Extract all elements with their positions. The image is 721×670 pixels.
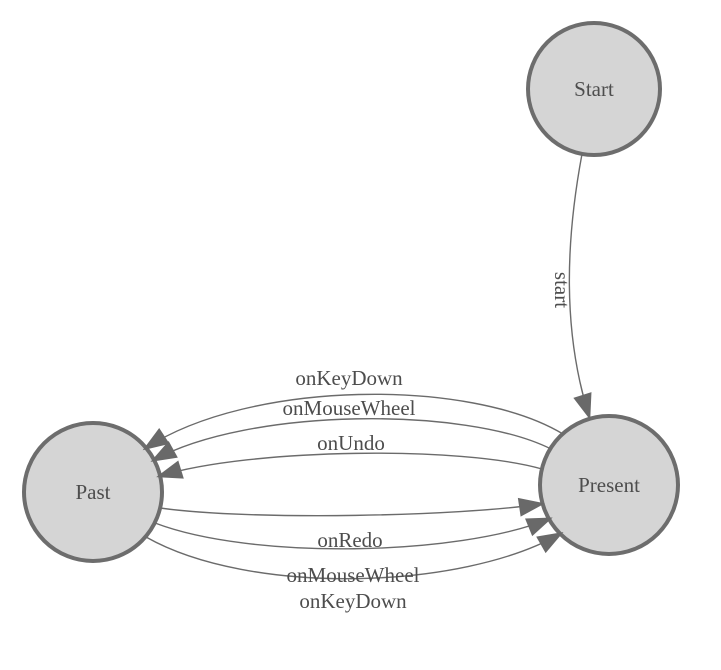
state-node-start[interactable]: Start xyxy=(526,21,662,157)
edge-label-onkeydown-bottom: onKeyDown xyxy=(299,589,407,613)
transition-present-to-past-onkeydown[interactable] xyxy=(142,393,564,451)
edge-label-onmousewheel-bottom: onMouseWheel xyxy=(287,563,420,587)
transition-past-to-present-onredo[interactable] xyxy=(159,497,545,517)
state-label-past: Past xyxy=(75,480,110,504)
state-label-start: Start xyxy=(574,77,614,101)
transition-past-to-present-onmousewheel[interactable] xyxy=(154,517,553,550)
edge-label-onkeydown-top: onKeyDown xyxy=(295,366,403,390)
transition-present-to-past-onmousewheel[interactable] xyxy=(150,418,552,462)
transition-start-to-present[interactable] xyxy=(568,153,592,420)
edge-label-onredo: onRedo xyxy=(317,528,382,552)
state-node-present[interactable]: Present xyxy=(538,414,680,556)
transition-present-to-past-onundo[interactable] xyxy=(156,452,543,479)
state-circle-present[interactable] xyxy=(538,414,680,556)
transition-past-to-present-onkeydown[interactable] xyxy=(145,532,564,580)
state-node-past[interactable]: Past xyxy=(22,421,164,563)
state-circle-past[interactable] xyxy=(22,421,164,563)
state-circle-start[interactable] xyxy=(526,21,662,157)
edge-label-onmousewheel-top: onMouseWheel xyxy=(283,396,416,420)
edge-label-start: start xyxy=(550,272,574,308)
state-label-present: Present xyxy=(578,473,640,497)
edge-label-onundo: onUndo xyxy=(317,431,385,455)
